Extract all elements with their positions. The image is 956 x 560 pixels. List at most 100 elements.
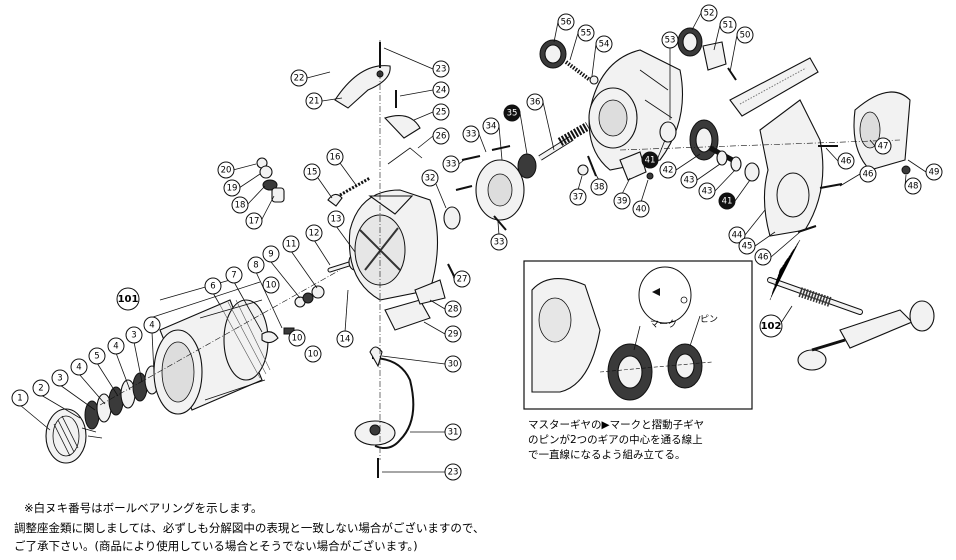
bail-wire-part <box>354 279 446 449</box>
callout-number: 8 <box>253 261 258 271</box>
callout-circle <box>432 60 450 78</box>
callout-number: 33 <box>494 238 505 248</box>
callout-circle <box>282 235 300 253</box>
callout-number: 52 <box>704 9 715 19</box>
callout-number: 26 <box>436 132 447 142</box>
spool-part <box>153 299 271 415</box>
callout-circle <box>482 117 500 135</box>
callout-circle <box>577 24 595 42</box>
callout-39: 39 <box>613 192 631 210</box>
callout-circle <box>904 177 922 195</box>
callout-15: 15 <box>303 163 321 181</box>
callout-circle <box>327 210 345 228</box>
drag-washer-stack <box>81 365 160 439</box>
callout-number: 56 <box>561 18 572 28</box>
callout-number: 27 <box>457 275 468 285</box>
callout-circle <box>613 192 631 210</box>
callout-number: 22 <box>294 74 305 84</box>
callout-number: 10 <box>308 350 319 360</box>
callout-circle <box>336 330 354 348</box>
callout-35: 35 <box>503 104 521 122</box>
callout-42: 42 <box>659 161 677 179</box>
callout-number: 55 <box>581 29 592 39</box>
callout-number: 2 <box>38 384 43 394</box>
callout-number: 42 <box>663 166 674 176</box>
leader-lines <box>19 12 927 473</box>
callout-number: 10 <box>292 334 303 344</box>
rotor-part <box>348 189 439 301</box>
callout-circle <box>444 423 462 441</box>
inset-caption: マスターギヤの▶マークと摺動子ギヤ のピンが2つのギアの中心を通る線上 で一直線… <box>528 418 704 463</box>
callout-number: 15 <box>307 168 318 178</box>
callout-number: 54 <box>599 40 610 50</box>
callout-32: 32 <box>421 169 439 187</box>
assembly-inset <box>523 260 753 410</box>
callout-45: 45 <box>738 237 756 255</box>
callout-circle <box>569 188 587 206</box>
callout-12: 12 <box>305 224 323 242</box>
callout-10: 10 <box>304 345 322 363</box>
callout-3: 3 <box>51 369 69 387</box>
callout-circle <box>288 329 306 347</box>
callout-number: 10 <box>266 281 277 291</box>
callout-circle <box>88 347 106 365</box>
callout-number: 43 <box>684 176 695 186</box>
callout-circle <box>874 137 892 155</box>
callout-circle <box>442 155 460 173</box>
callout-7: 7 <box>225 266 243 284</box>
callout-number: 14 <box>340 335 351 345</box>
callout-circle <box>444 463 462 481</box>
callout-circle <box>698 182 716 200</box>
callout-number: 44 <box>732 231 743 241</box>
callout-circle <box>641 151 659 169</box>
callout-circle <box>526 93 544 111</box>
callout-51: 51 <box>719 16 737 34</box>
callout-number: 3 <box>57 374 62 384</box>
callout-circle <box>659 161 677 179</box>
callout-13: 13 <box>327 210 345 228</box>
callout-number: 32 <box>425 174 436 184</box>
callout-circle <box>432 81 450 99</box>
callout-22: 22 <box>290 69 308 87</box>
callout-30: 30 <box>444 355 462 373</box>
callout-21: 21 <box>305 92 323 110</box>
callout-circle <box>754 248 772 266</box>
callout-circle <box>51 369 69 387</box>
callout-number: 51 <box>723 21 734 31</box>
callout-number: 29 <box>448 330 459 340</box>
callout-number: 23 <box>436 65 447 75</box>
callout-circle <box>837 152 855 170</box>
callout-circle <box>303 163 321 181</box>
callout-number: 24 <box>436 86 447 96</box>
callout-number: 13 <box>331 215 342 225</box>
callout-circle <box>453 270 471 288</box>
callout-circle <box>736 26 754 44</box>
callout-18: 18 <box>231 196 249 214</box>
footnote-bearing: ※白ヌキ番号はボールベアリングを示します。 <box>24 501 263 515</box>
callout-circle <box>225 266 243 284</box>
callout-number: 4 <box>149 321 154 331</box>
callout-number: 11 <box>286 240 297 250</box>
callout-3: 3 <box>125 326 143 344</box>
callout-53: 53 <box>661 31 679 49</box>
callout-101: 101 <box>116 287 140 311</box>
callout-number: 102 <box>761 321 782 332</box>
callout-number: 4 <box>76 363 81 373</box>
callout-56: 56 <box>557 13 575 31</box>
callout-41: 41 <box>718 192 736 210</box>
callout-circle <box>490 233 508 251</box>
callout-number: 31 <box>448 428 459 438</box>
callout-circle <box>107 337 125 355</box>
inset-caption-line: マスターギヤの▶マークと摺動子ギヤ <box>528 419 705 431</box>
callout-circle <box>217 161 235 179</box>
callout-37: 37 <box>569 188 587 206</box>
callout-41: 41 <box>641 151 659 169</box>
footnote-notice: ご了承下さい。(商品により使用している場合とそうでない場合がございます。) <box>14 539 418 553</box>
callout-number: 25 <box>436 108 447 118</box>
callout-circle <box>444 355 462 373</box>
callout-circle <box>925 163 943 181</box>
callout-circle <box>116 287 140 311</box>
callout-number: 50 <box>740 31 751 41</box>
reel-body-part <box>588 49 683 171</box>
callout-circle <box>700 4 718 22</box>
